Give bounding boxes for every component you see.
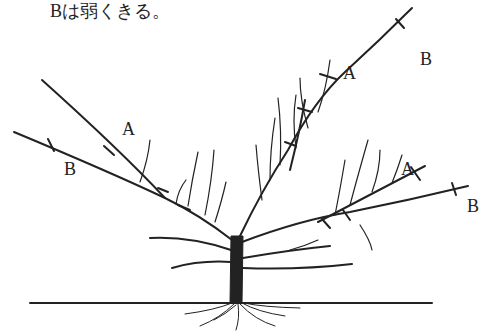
cut-label: B [64,160,76,178]
note-text: Bは弱くきる。 [50,2,170,20]
cut-label: A [401,160,414,178]
cut-label: A [122,120,135,138]
cut-label: B [467,197,479,215]
cut-label: B [420,50,432,68]
cut-label: A [343,64,356,82]
